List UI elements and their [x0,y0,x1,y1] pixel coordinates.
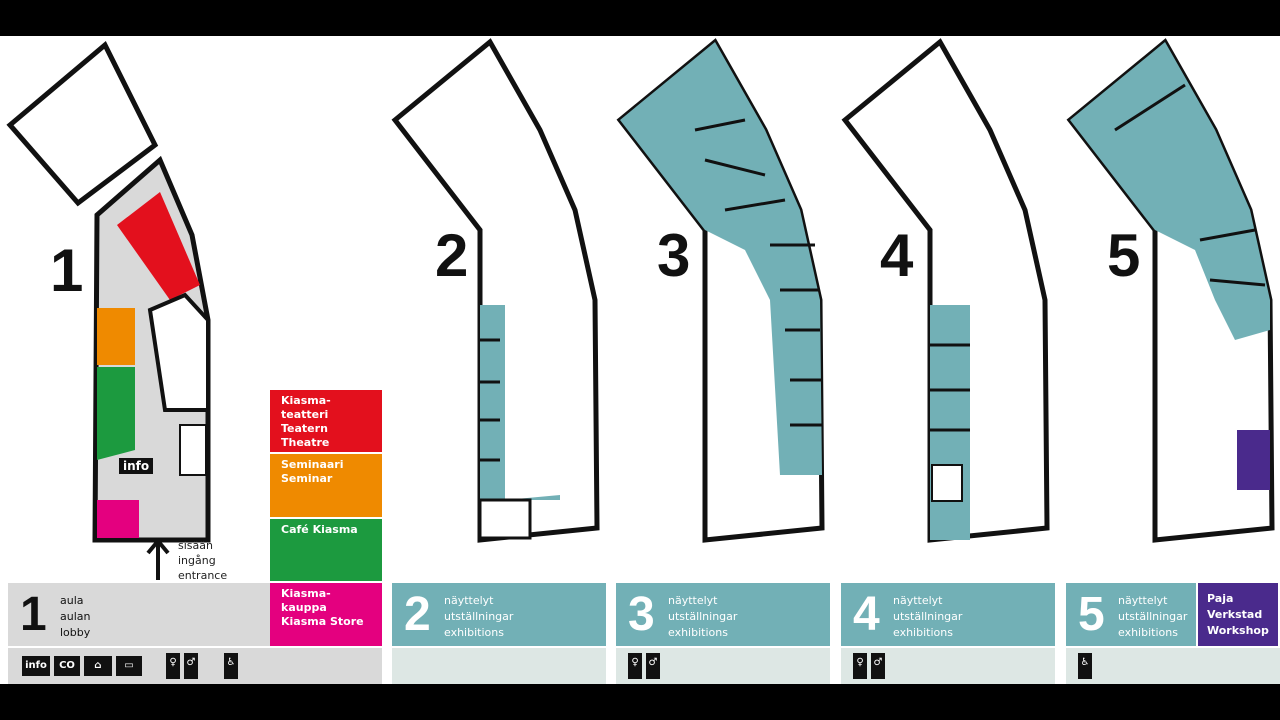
t: Kiasma Store [281,615,364,628]
accessible-toilet-icon: ♿ [1078,653,1092,679]
legend-cafe: Café Kiasma [270,519,382,581]
floor-2-services [392,648,606,684]
locker-icon: ▭ [116,656,142,676]
l: aulan [60,610,91,623]
l: näyttelyt [1118,594,1168,607]
floor5-workshop [1237,430,1270,490]
l: Paja [1207,592,1234,605]
floor-3-band: 3 näyttelyt utställningar exhibitions [616,583,830,646]
entrance-en: entrance [178,569,228,582]
floor-2-number: 2 [435,222,469,289]
floor-5-band: 5 näyttelyt utställningar exhibitions [1066,583,1196,646]
cloakroom-icon: CO [54,656,80,676]
toilet-men-icon: ♂ [184,653,198,679]
floor-4-number: 4 [880,222,914,289]
floor1-lift [179,424,207,476]
floor-number: 1 [20,588,47,641]
t: Seminar [281,472,333,485]
entrance-sv: ingång [178,554,216,567]
accessible-toilet-icon: ♿ [224,653,238,679]
t: Kiasma-kauppa [281,587,331,614]
l: exhibitions [444,626,504,639]
floor5-plan [1066,38,1275,543]
t: Teatern [281,422,328,435]
floor-number: 3 [628,588,655,641]
floor-4-band: 4 näyttelyt utställningar exhibitions [841,583,1055,646]
l: utställningar [893,610,963,623]
toilet-women-icon: ♀ [166,653,180,679]
toilet-men-icon: ♂ [871,653,885,679]
l: Workshop [1207,624,1269,637]
entrance-arrow-icon [146,537,170,580]
l: utställningar [444,610,514,623]
floor3-plan [616,38,825,543]
t: Café Kiasma [281,523,358,536]
floor-4-services: ♀ ♂ [841,648,1055,684]
info-desk-label: info [119,458,154,474]
toilet-women-icon: ♀ [853,653,867,679]
floor-2-band: 2 näyttelyt utställningar exhibitions [392,583,606,646]
l: aula [60,594,84,607]
l: utställningar [668,610,738,623]
floor-number: 2 [404,588,431,641]
floor-3-services: ♀ ♂ [616,648,830,684]
floor-plans [6,38,1275,580]
l: exhibitions [668,626,728,639]
floor-label: näyttelyt utställningar exhibitions [1118,593,1187,641]
floor-label: aula aulan lobby [60,593,90,641]
floor1-seminar [97,308,135,365]
t: Theatre [281,436,330,449]
t: Seminaari [281,458,344,471]
floor-5-number: 5 [1107,222,1141,289]
t: Kiasma-teatteri [281,394,331,421]
floor-label: näyttelyt utställningar exhibitions [444,593,513,641]
floor-plan-map: 1 2 3 4 5 info sisään ingång entrance 1 … [0,36,1280,684]
l: näyttelyt [893,594,943,607]
floor2-plan [391,38,600,543]
floor-1-services: info CO ⌂ ▭ ♀ ♂ ♿ [8,648,382,684]
floor-number: 5 [1078,588,1105,641]
toilet-women-icon: ♀ [628,653,642,679]
floor-label: näyttelyt utställningar exhibitions [893,593,962,641]
floor-number: 4 [853,588,880,641]
entrance-label: sisään ingång entrance [178,538,227,583]
l: Verkstad [1207,608,1263,621]
toilet-men-icon: ♂ [646,653,660,679]
l: lobby [60,626,91,639]
floor1-inner-room [147,292,210,412]
l: näyttelyt [444,594,494,607]
floor1-theatre [117,192,200,300]
l: exhibitions [1118,626,1178,639]
floor-5-services: ♿ [1066,648,1280,684]
floor1-store [97,500,139,538]
floor-1-band: 1 aula aulan lobby [8,583,270,646]
floor1-cafe [97,367,135,460]
entrance-fi: sisään [178,539,213,552]
hanger-icon: ⌂ [84,656,112,676]
l: näyttelyt [668,594,718,607]
l: utställningar [1118,610,1188,623]
info-icon: info [22,656,50,676]
l: exhibitions [893,626,953,639]
floor-label: näyttelyt utställningar exhibitions [668,593,737,641]
floor4-plan [841,38,1050,543]
floor1-annex [6,41,159,207]
floor-1-number: 1 [50,237,84,304]
floor-3-number: 3 [657,222,691,289]
